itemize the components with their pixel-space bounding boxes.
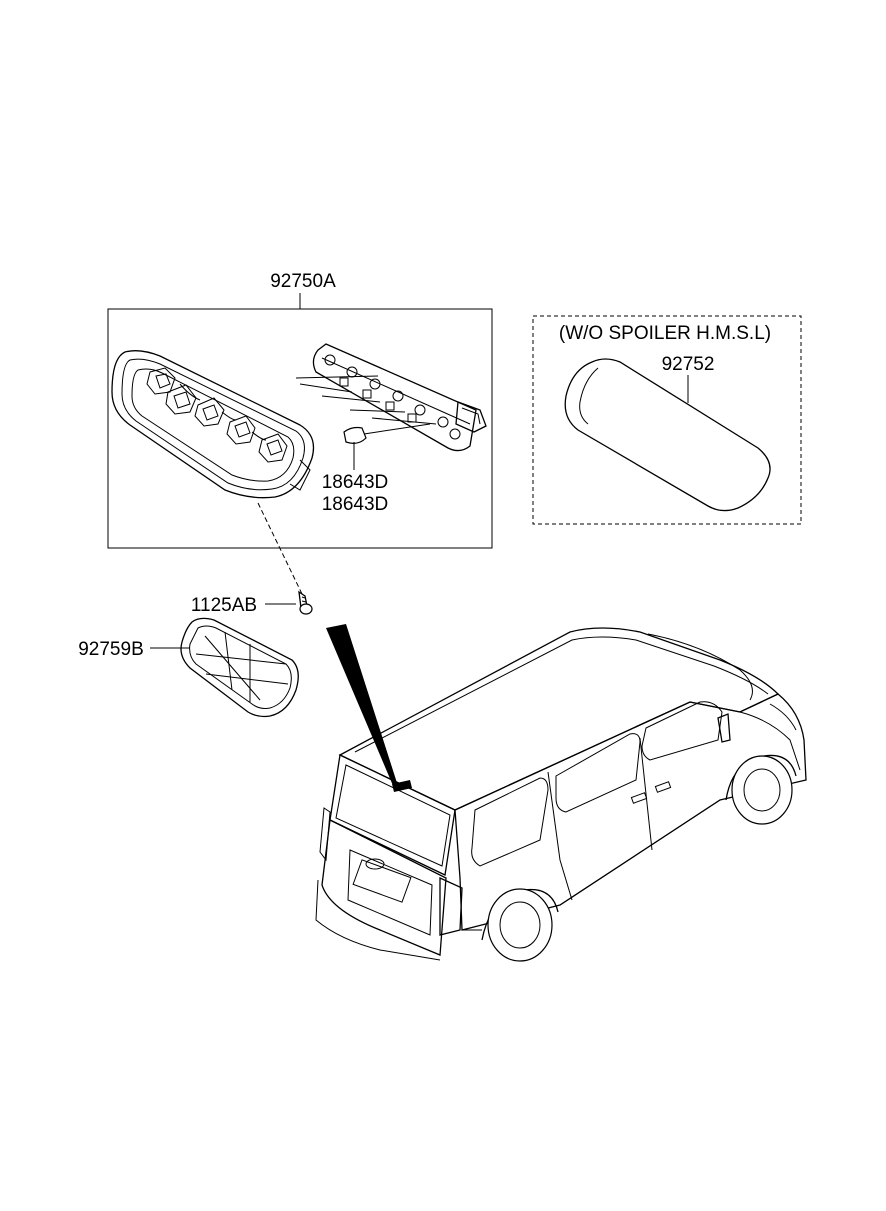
tail-lamp-left — [319, 807, 331, 862]
door-handle-2 — [654, 781, 672, 793]
screw-group: 1125AB — [191, 502, 313, 616]
wheel-front — [725, 754, 797, 825]
cover-group: 92759B — [78, 617, 299, 718]
side-window-front — [641, 701, 723, 761]
tail-lamp-right — [439, 876, 463, 936]
label-92750A: 92750A — [270, 271, 336, 292]
bulb-socket — [343, 423, 431, 470]
variant-box — [532, 315, 802, 525]
alt-lamp — [564, 358, 771, 512]
screw — [298, 590, 313, 615]
led-board — [295, 343, 487, 452]
label-1125AB: 1125AB — [191, 595, 257, 616]
label-18643D-2: 18643D — [322, 494, 389, 515]
assembly-group: 92750A — [107, 271, 493, 549]
side-window-rear — [471, 777, 549, 867]
assembly-box — [107, 308, 493, 549]
door-handle-1 — [630, 792, 648, 804]
side-mirror — [717, 713, 731, 743]
label-18643D-1: 18643D — [322, 472, 389, 493]
led-blocks — [146, 367, 288, 463]
variant-group: (W/O SPOILER H.M.S.L) 92752 — [532, 315, 802, 525]
screw-dash-line — [257, 502, 304, 597]
pointer-wedge — [326, 624, 398, 788]
wheel-rear — [481, 888, 559, 962]
lamp-housing — [111, 350, 315, 499]
cover-part — [180, 617, 299, 718]
side-window-mid — [555, 733, 641, 813]
variant-caption: (W/O SPOILER H.M.S.L) — [559, 323, 771, 344]
vehicle-drawing — [315, 627, 807, 962]
label-92759B: 92759B — [78, 639, 144, 660]
license-plate — [352, 859, 412, 903]
rear-emblem — [365, 858, 385, 870]
label-92752: 92752 — [662, 354, 715, 375]
